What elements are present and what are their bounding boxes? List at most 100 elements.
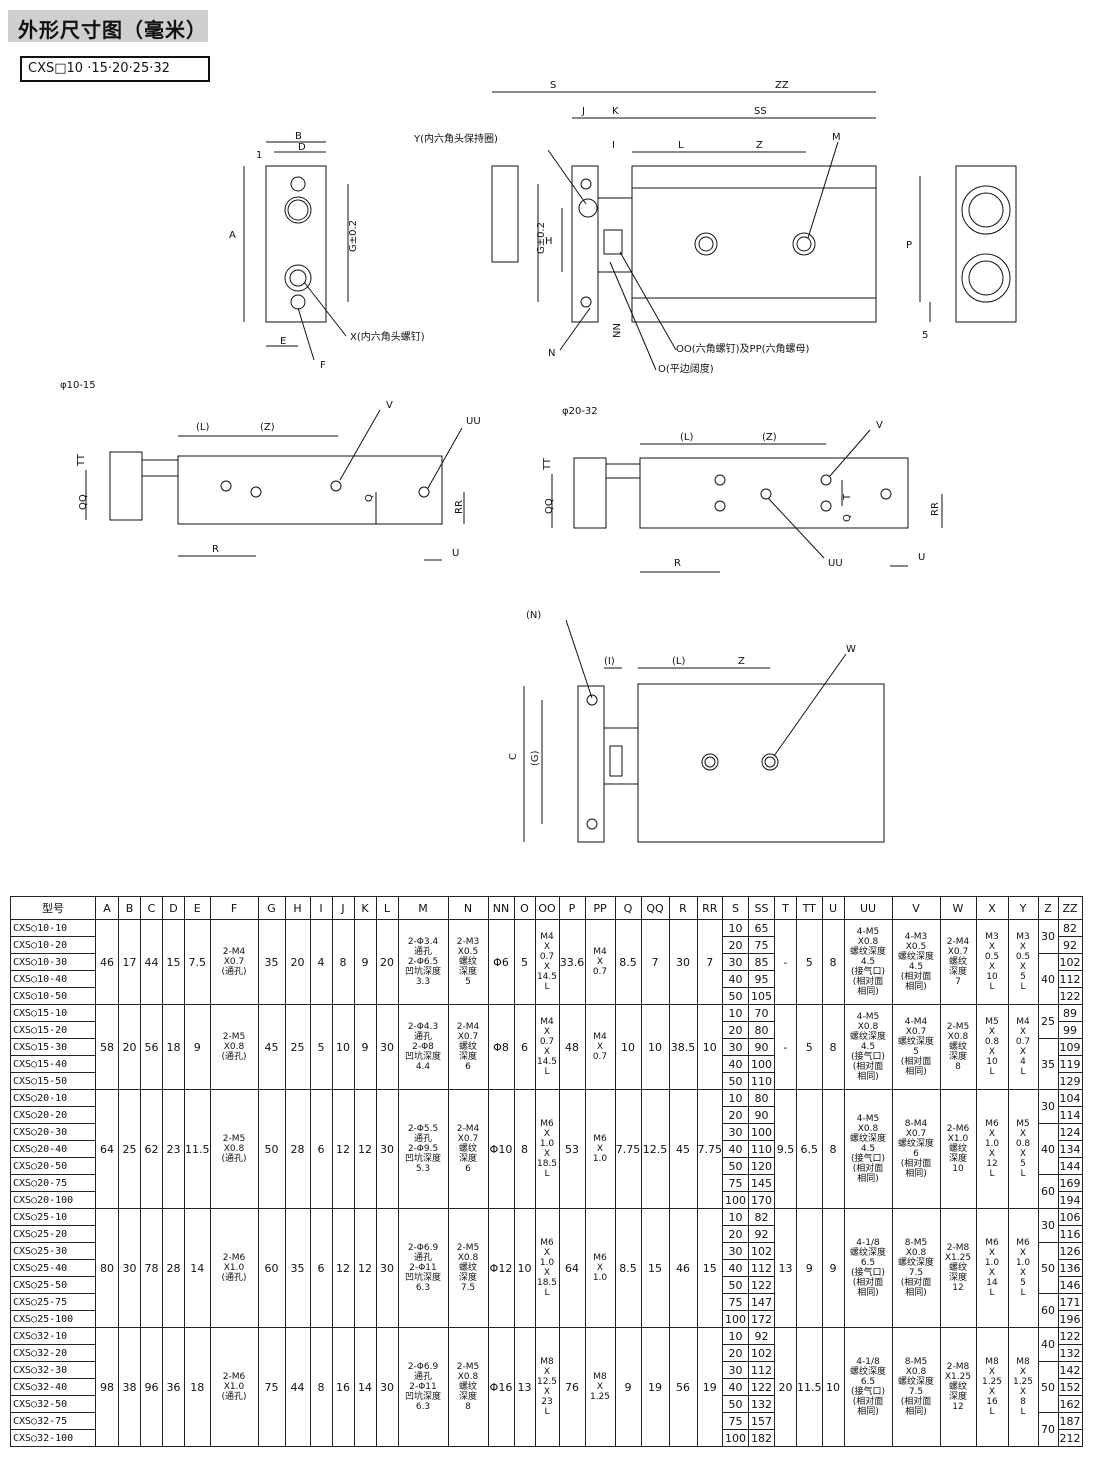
cell-SS: 170 [748, 1191, 775, 1209]
cell-NN: Φ6 [487, 919, 515, 1005]
cell-QQ: 19 [640, 1327, 670, 1447]
cell-G: 60 [257, 1208, 286, 1328]
cell-B: 30 [118, 1208, 141, 1328]
label-U-2: U [918, 552, 925, 563]
cell-H: 28 [284, 1089, 311, 1209]
cell-Z: 40 [1037, 1327, 1059, 1362]
cell-M: 2-Φ3.4 通孔 2-Φ6.5 凹坑深度 3.3 [397, 919, 449, 1005]
title-bar [8, 10, 208, 42]
cell-ZZ: 122 [1057, 987, 1083, 1005]
cell-C: 44 [140, 919, 163, 1005]
phi20-32-drawing: φ20-32 (L) (Z) V TT QQ T Q RR R UU U [542, 406, 943, 573]
cell-SS: 85 [748, 953, 775, 971]
cell-Q: 9 [614, 1327, 642, 1447]
model-cell: CXS○15-20 [10, 1021, 96, 1039]
cell-J: 12 [331, 1089, 355, 1209]
cell-N: 2-M3 X0.5 螺纹 深度 5 [447, 919, 489, 1005]
label-TT: TT [76, 453, 87, 467]
cell-B: 20 [118, 1004, 141, 1090]
cell-P: 64 [558, 1208, 586, 1328]
cell-R: 38.5 [668, 1004, 698, 1090]
model-cell: CXS○32-100 [10, 1429, 96, 1447]
cell-ZZ: 136 [1057, 1259, 1083, 1277]
cell-ZZ: 102 [1057, 953, 1083, 971]
cell-S: 50 [722, 1157, 749, 1175]
cell-SS: 110 [748, 1072, 775, 1090]
cell-S: 20 [722, 936, 749, 954]
label-X: X(内六角头螺钉) [350, 330, 425, 343]
cell-P: 53 [558, 1089, 586, 1209]
cell-W: 2-M8 X1.25 螺纹 深度 12 [939, 1327, 977, 1447]
cell-RR: 15 [696, 1208, 723, 1328]
label-Z-paren: (Z) [260, 422, 275, 433]
cell-F: 2-M5 X0.8 (通孔) [209, 1089, 259, 1209]
label-W: W [846, 644, 856, 655]
table-header-31: W [939, 896, 977, 920]
cell-NN: Φ12 [487, 1208, 515, 1328]
label-L: L [678, 140, 684, 151]
cell-X: M3 X 0.5 X 10 L [975, 919, 1009, 1005]
cell-P: 33.6 [558, 919, 586, 1005]
cell-ZZ: 162 [1057, 1395, 1083, 1413]
cell-OO: M4 X 0.7 X 14.5 L [534, 1004, 560, 1090]
cell-SS: 172 [748, 1310, 775, 1328]
cell-E: 7.5 [184, 919, 211, 1005]
cell-S: 10 [722, 1004, 749, 1022]
cell-ZZ: 92 [1057, 936, 1083, 954]
label-R: R [212, 544, 219, 555]
cell-S: 40 [722, 1055, 749, 1073]
cell-J: 16 [331, 1327, 355, 1447]
cell-PP: M8 X 1.25 [584, 1327, 616, 1447]
technical-drawings: B D 1 A G±0.2 E F X(内六角头螺钉) S ZZ J K SS … [60, 80, 1017, 843]
label-L-paren-2: (L) [680, 432, 693, 443]
cell-V: 8-M5 X0.8 螺纹深度 7.5 (相对面 相同) [891, 1327, 941, 1447]
table-header-22: R [668, 896, 698, 920]
cell-S: 20 [722, 1106, 749, 1124]
cell-X: M6 X 1.0 X 12 L [975, 1089, 1009, 1209]
cell-SS: 90 [748, 1038, 775, 1056]
cell-Y: M8 X 1.25 X 8 L [1007, 1327, 1039, 1447]
cell-B: 38 [118, 1327, 141, 1447]
cell-L: 20 [375, 919, 399, 1005]
cell-I: 5 [309, 1004, 333, 1090]
model-cell: CXS○25-50 [10, 1276, 96, 1294]
cell-ZZ: 116 [1057, 1225, 1083, 1243]
cell-S: 30 [722, 1123, 749, 1141]
cell-T: - [774, 919, 797, 1005]
cell-O: 13 [513, 1327, 536, 1447]
cell-Z: 50 [1037, 1361, 1059, 1413]
cell-T: - [774, 1004, 797, 1090]
model-cell: CXS○32-20 [10, 1344, 96, 1362]
cell-ZZ: 171 [1057, 1293, 1083, 1311]
label-QQ-2: QQ [544, 498, 555, 514]
cell-W: 2-M6 X1.0 螺纹 深度 10 [939, 1089, 977, 1209]
cell-T: 9.5 [774, 1089, 797, 1209]
cell-ZZ: 152 [1057, 1378, 1083, 1396]
model-cell: CXS○32-75 [10, 1412, 96, 1430]
cell-SS: 90 [748, 1106, 775, 1124]
cell-SS: 122 [748, 1378, 775, 1396]
table-header-13: M [397, 896, 449, 920]
cell-C: 62 [140, 1089, 163, 1209]
cell-SS: 145 [748, 1174, 775, 1192]
cell-S: 40 [722, 1140, 749, 1158]
cell-L: 30 [375, 1327, 399, 1447]
cell-SS: 102 [748, 1242, 775, 1260]
cell-N: 2-M4 X0.7 螺纹 深度 6 [447, 1089, 489, 1209]
top-view-drawing: S ZZ J K SS Y(内六角头保持圈) I L Z M H G±0.2 N… [413, 80, 877, 375]
label-G-paren: (G) [530, 750, 541, 766]
cell-S: 50 [722, 1072, 749, 1090]
label-UU-2: UU [828, 558, 843, 569]
cell-A: 46 [95, 919, 119, 1005]
table-header-19: PP [584, 896, 616, 920]
label-Z: Z [756, 140, 763, 151]
label-N-paren: (N) [526, 610, 541, 621]
cell-SS: 70 [748, 1004, 775, 1022]
